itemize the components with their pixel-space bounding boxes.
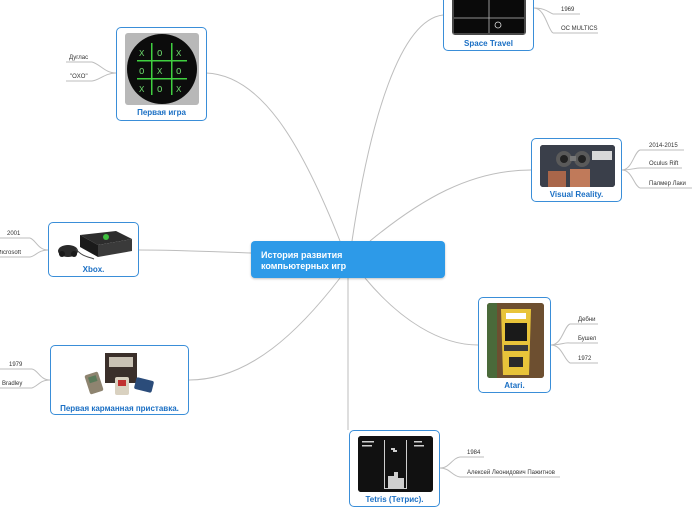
- node-vr[interactable]: Visual Reality.: [531, 138, 622, 202]
- node-xbox-title: Xbox.: [82, 265, 105, 274]
- svg-text:X: X: [157, 67, 163, 77]
- leaf-atari-2[interactable]: Бушел: [578, 336, 597, 342]
- connector-vr: [369, 169, 532, 242]
- space-travel-screen-image: [452, 0, 526, 35]
- vr-headset-photo: [540, 145, 615, 187]
- connector-space-travel: [351, 14, 444, 242]
- leaf-vr-2[interactable]: Oculus Rift: [649, 161, 679, 167]
- leaf-first-game-2[interactable]: "OXO": [70, 74, 88, 80]
- xbox-console-photo: [56, 227, 133, 263]
- tetris-screen-image: [358, 436, 433, 492]
- node-tetris[interactable]: Tetris (Тетрис).: [349, 430, 440, 507]
- node-space-travel[interactable]: Space Travel: [443, 0, 534, 51]
- central-topic-line1: История развития: [261, 250, 343, 260]
- leaf-xbox-2[interactable]: Microsoft: [0, 250, 21, 256]
- svg-text:X: X: [139, 85, 145, 95]
- node-first-game-title: Первая игра: [137, 108, 186, 117]
- leaf-atari-1[interactable]: Дебни: [578, 317, 596, 323]
- node-atari[interactable]: Atari.: [478, 297, 551, 393]
- central-topic[interactable]: История развития компьютерных игр: [251, 241, 445, 278]
- leaf-first-game-1[interactable]: Дуглас: [69, 55, 89, 61]
- connector-handheld: [188, 277, 341, 381]
- svg-text:O: O: [139, 67, 144, 77]
- svg-text:X: X: [139, 49, 145, 59]
- leaf-vr-3[interactable]: Палмер Лаки: [649, 181, 686, 187]
- node-tetris-title: Tetris (Тетрис).: [365, 495, 424, 504]
- connector-xbox: [137, 249, 252, 254]
- connector-atari: [364, 277, 479, 346]
- svg-text:O: O: [176, 67, 181, 77]
- node-atari-title: Atari.: [504, 381, 525, 390]
- svg-text:X: X: [176, 85, 182, 95]
- svg-text:O: O: [157, 49, 162, 59]
- leaf-vr-1[interactable]: 2014-2015: [649, 143, 678, 149]
- arcade-cabinet-photo: [487, 303, 544, 378]
- node-xbox[interactable]: Xbox.: [48, 222, 139, 277]
- connector-first-game: [205, 72, 341, 242]
- svg-text:O: O: [157, 85, 162, 95]
- node-space-travel-title: Space Travel: [464, 39, 513, 48]
- node-vr-title: Visual Reality.: [549, 190, 604, 199]
- central-topic-line2: компьютерных игр: [261, 261, 347, 271]
- handheld-console-photo: [83, 351, 159, 396]
- leaf-space-travel-2[interactable]: ОС MULTICS: [561, 26, 598, 32]
- leaf-tetris-1[interactable]: 1984: [467, 450, 481, 456]
- leaf-xbox-1[interactable]: 2001: [7, 231, 21, 237]
- node-handheld[interactable]: Первая карманная приставка.: [50, 345, 189, 415]
- svg-text:X: X: [176, 49, 182, 59]
- leaf-handheld-2[interactable]: Bradley: [2, 381, 23, 387]
- leaf-space-travel-1[interactable]: 1969: [561, 7, 575, 13]
- node-handheld-title: Первая карманная приставка.: [60, 404, 179, 413]
- leaf-tetris-2[interactable]: Алексей Леонидович Пажитнов: [467, 470, 555, 476]
- leaf-atari-3[interactable]: 1972: [578, 356, 592, 362]
- leaf-handheld-1[interactable]: 1979: [9, 362, 23, 368]
